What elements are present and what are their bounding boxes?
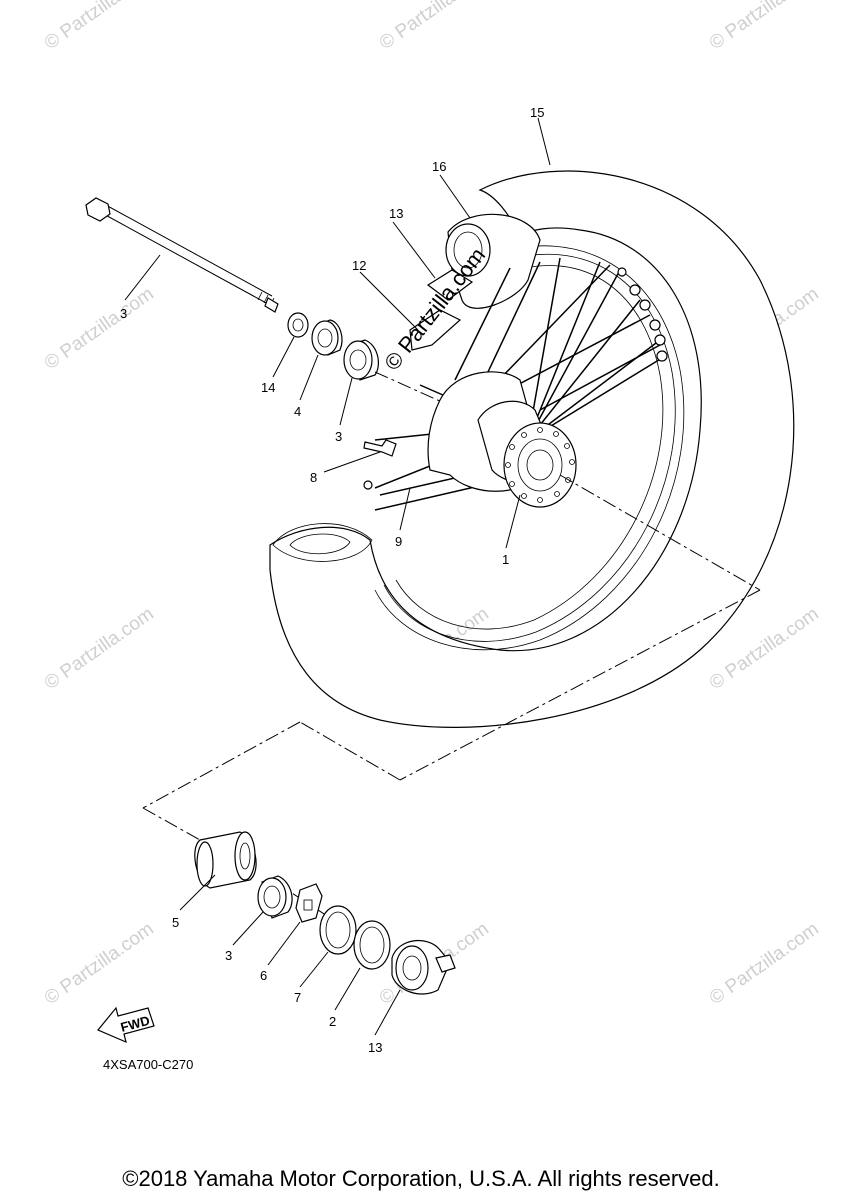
valve-8: [363, 439, 397, 457]
copyright-notice: ©2018 Yamaha Motor Corporation, U.S.A. A…: [122, 1166, 719, 1191]
callout-9: 13: [389, 206, 403, 221]
rim-band: [409, 269, 474, 351]
oil-seal-7: [319, 905, 357, 955]
hub-bolt-holes: [505, 427, 575, 503]
callout-1: 1: [502, 552, 509, 567]
tube: [445, 213, 541, 309]
watermark: © Partzilla.com: [41, 283, 158, 374]
callout-10: 9: [395, 534, 402, 549]
fwd-arrow-icon: FWD: [97, 1006, 155, 1044]
callout-14: 13: [368, 1040, 382, 1055]
callout-15: 14: [261, 380, 275, 395]
bearing-3-lower: [257, 875, 293, 919]
spoke-nipple-10: [363, 480, 373, 490]
watermark: © Partzilla.com: [41, 0, 158, 54]
callout-13: 12: [352, 258, 366, 273]
bearing-4: [311, 319, 343, 356]
watermark: © Partzilla.com: [706, 918, 823, 1009]
watermark: © Partzilla.com: [376, 0, 493, 54]
callout-3-upper: 3: [335, 429, 342, 444]
watermark: © Partzilla.com: [706, 0, 823, 54]
callout-7: 7: [294, 990, 301, 1005]
meter-gear-14: [391, 939, 456, 995]
retainer-6: [295, 883, 323, 923]
callout-labels: 15 16 13 12 3 14 4 3 8 9 1 5 3 6 7 2 13: [120, 105, 544, 1055]
leader-lines: [124, 117, 551, 1036]
watermark: © Partzilla.com: [41, 918, 158, 1009]
watermark: © Partzilla.com: [41, 603, 158, 694]
callout-5: 5: [172, 915, 179, 930]
axle: [85, 197, 279, 313]
fwd-label: FWD: [119, 1013, 151, 1035]
callout-2: 2: [329, 1014, 336, 1029]
callout-4: 4: [294, 404, 301, 419]
hub: [427, 371, 577, 508]
callout-3-lower: 3: [225, 948, 232, 963]
part-code: 4XSA700-C270: [103, 1057, 193, 1072]
watermark-overlay: © Partzilla.com: [379, 243, 490, 375]
callout-12: 16: [432, 159, 446, 174]
collar-5: [194, 831, 257, 889]
tire: [269, 170, 795, 728]
rim: [374, 245, 685, 651]
callout-8: 8: [310, 470, 317, 485]
callout-6: 6: [260, 968, 267, 983]
callout-16: 3: [120, 306, 127, 321]
spoke-nipples: [617, 267, 668, 362]
oil-seal-2: [353, 920, 391, 970]
callout-11: 15: [530, 105, 544, 120]
collar-15: [287, 312, 309, 338]
bearing-3-upper: [343, 339, 379, 381]
